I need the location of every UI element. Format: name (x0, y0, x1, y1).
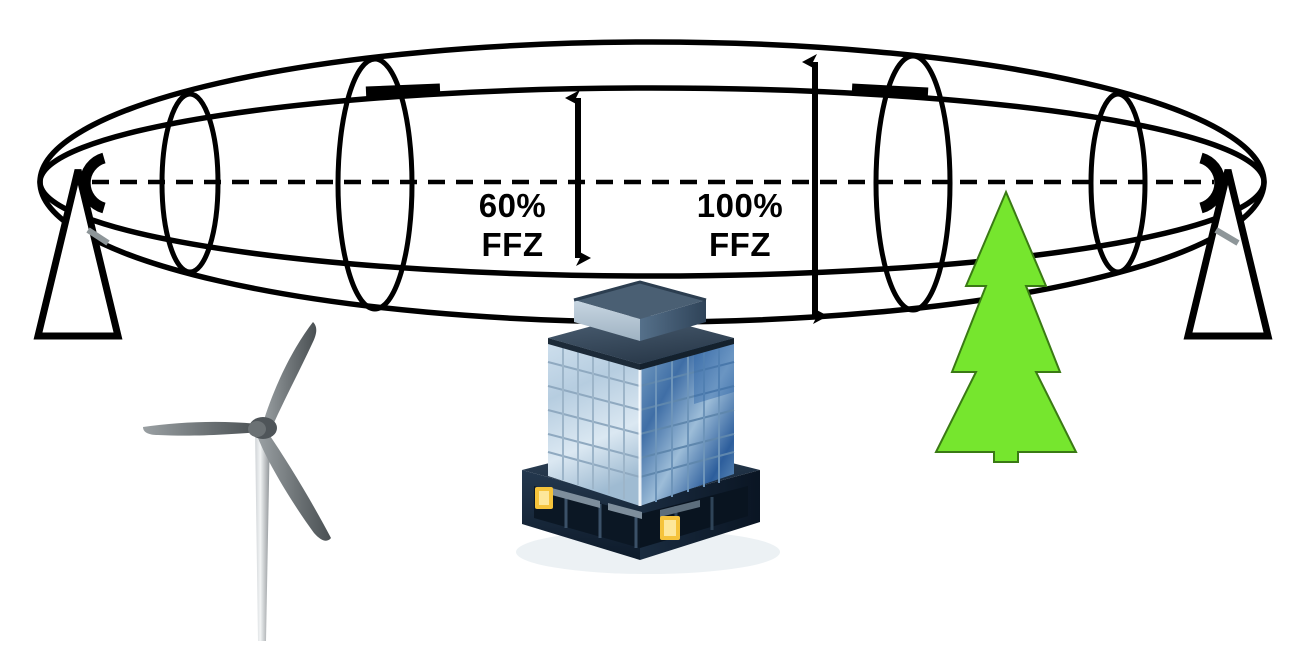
roof-slab-right-edge (640, 338, 734, 370)
label-60-percent-ffz: 60% FFZ (455, 187, 570, 265)
penthouse-left-face (574, 300, 640, 341)
tower-left-mullions (562, 342, 625, 499)
inner-envelope-highlight-left (365, 83, 441, 98)
wind-turbine (143, 322, 331, 641)
tower-reflection-highlight (694, 341, 734, 404)
dimension-arrows (565, 54, 828, 324)
tree-crown (934, 189, 1078, 463)
building-penthouse (573, 280, 707, 341)
turbine-blade-upper (262, 322, 317, 432)
antenna-feed-left-icon (86, 227, 110, 246)
label-60-percent-value: 60% (478, 187, 547, 224)
turbine-blade-left (143, 421, 260, 436)
penthouse-right-face (640, 300, 706, 341)
label-100-percent-zone: FFZ (709, 225, 771, 263)
antenna-arc-right-icon (1199, 152, 1226, 214)
label-100-percent-value: 100% (696, 187, 784, 224)
antenna-feed-right-icon (1214, 227, 1240, 246)
label-60-percent-zone: FFZ (481, 225, 544, 263)
tower-right-mullions (655, 342, 720, 502)
penthouse-cap-rim (573, 280, 707, 302)
building-tower (547, 338, 735, 506)
podium-light-right-inner (664, 520, 676, 536)
podium-canopy-right (660, 500, 700, 517)
turbine-blade-lower (258, 430, 331, 541)
tower-mast-left (33, 169, 123, 340)
turbine-mast (255, 430, 270, 641)
podium-light-left-inner (539, 491, 549, 505)
inner-fresnel-ellipse (37, 85, 1267, 279)
receiver-tower-right (1183, 152, 1273, 340)
fresnel-envelopes (37, 39, 1267, 325)
antenna-arc-left-icon (79, 152, 106, 214)
conifer-tree (934, 189, 1078, 463)
turbine-nacelle (248, 421, 266, 437)
office-building (516, 280, 780, 574)
roof-slab-left-edge (548, 338, 640, 370)
podium-canopy-left (548, 487, 600, 508)
transmitter-tower-left (33, 152, 123, 340)
label-100-percent-ffz: 100% FFZ (676, 187, 804, 265)
podium-canopy-left-2 (608, 503, 642, 519)
podium-left-recess (534, 486, 640, 548)
